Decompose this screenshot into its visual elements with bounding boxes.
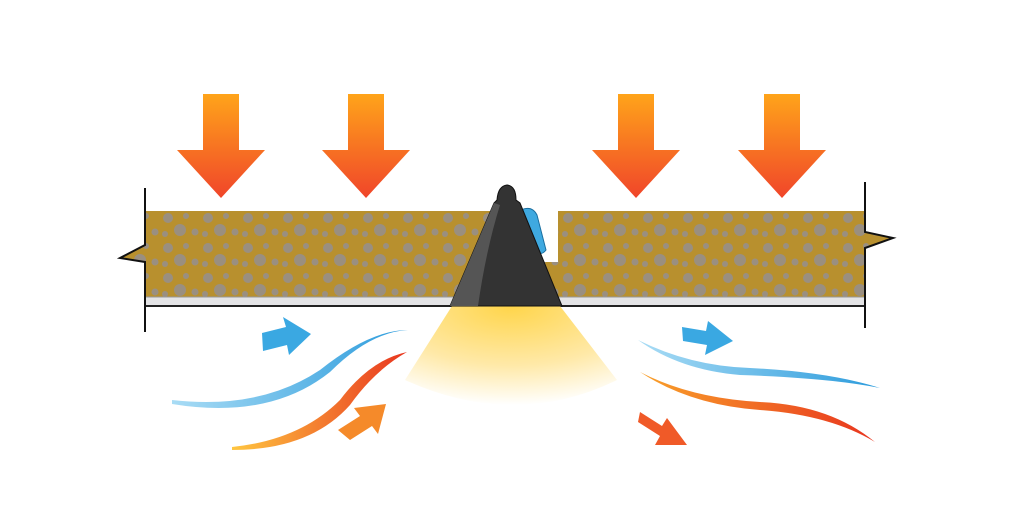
airflow-arrow-icon (682, 321, 733, 355)
heat-arrow-icon (177, 94, 265, 198)
heat-arrow-icon (322, 94, 410, 198)
airflow-left (172, 317, 408, 450)
airflow-arrow-icon (338, 404, 386, 440)
heat-arrow-icon (738, 94, 826, 198)
heat-arrow-icon (592, 94, 680, 198)
airflow-right (638, 321, 880, 445)
sensor-device-icon (449, 184, 563, 307)
light-beam (405, 306, 617, 405)
airflow-arrow-icon (638, 412, 687, 445)
airflow-arrow-icon (262, 317, 311, 355)
